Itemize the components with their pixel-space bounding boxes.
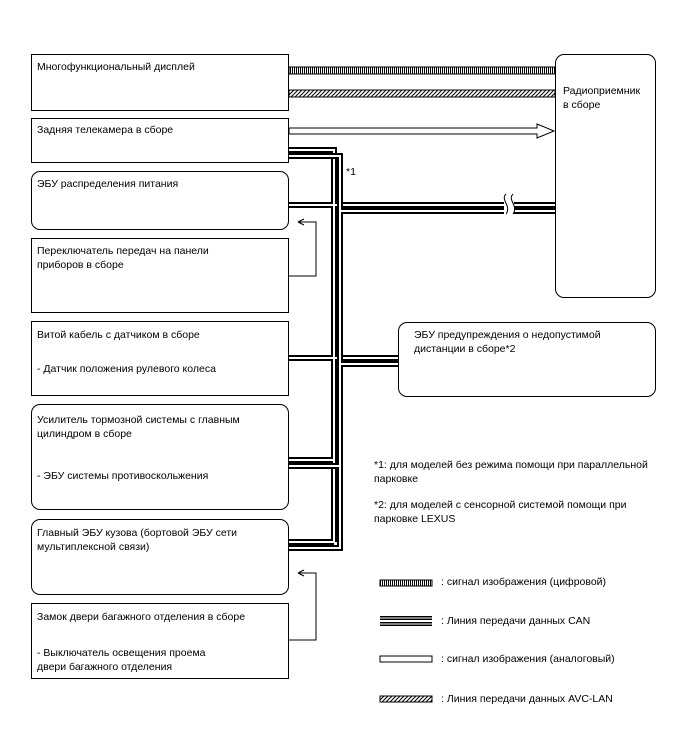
legend-can-sample — [380, 616, 432, 626]
radio-label: Радиоприемник в сборе — [563, 85, 641, 111]
brake-booster-sub-label: - ЭБУ системы противоскольжения — [37, 470, 209, 482]
legend-digital-sample — [379, 579, 433, 587]
rear-camera-label: Задняя телекамера в сборе — [37, 124, 174, 136]
shift-switch-label: Переключатель передач на панели приборов… — [37, 245, 209, 271]
digital-image-line — [288, 66, 556, 75]
brake-booster-label: Усилитель тормозной системы с главным ци… — [37, 414, 240, 440]
thin-connector-trunk — [289, 569, 317, 641]
spiral-cable-sub-label: - Датчик положения рулевого колеса — [37, 363, 216, 375]
trunk-lock-sub-label: - Выключатель освещения проема двери баг… — [37, 647, 206, 673]
note-1: *1: для моделей без режима помощи при па… — [374, 459, 648, 485]
legend-avc-sample — [379, 695, 433, 703]
spiral-cable-box — [31, 321, 289, 396]
thin-connector-shift — [289, 218, 317, 277]
trunk-lock-label: Замок двери багажного отделения в сборе — [37, 611, 246, 623]
radio-box — [555, 54, 656, 298]
line-break-mark — [503, 193, 516, 218]
main-body-ecu-label: Главный ЭБУ кузова (бортовой ЭБУ сети му… — [37, 527, 238, 553]
power-ecu-label: ЭБУ распределения питания — [37, 178, 179, 190]
brake-booster-box — [31, 404, 289, 510]
main-body-ecu-box — [31, 519, 289, 595]
spiral-cable-label: Витой кабель с датчиком в сборе — [37, 329, 200, 341]
multi-display-label: Многофункциональный дисплей — [37, 61, 195, 73]
trunk-lock-box — [31, 603, 289, 679]
distance-ecu-box — [398, 322, 656, 397]
legend-avc-label: : Линия передачи данных AVC-LAN — [441, 693, 613, 705]
multi-display-box — [31, 54, 289, 111]
power-ecu-box — [31, 171, 289, 230]
shift-switch-box — [31, 238, 289, 313]
avc-lan-line — [288, 89, 556, 98]
legend-digital-label: : сигнал изображения (цифровой) — [441, 576, 607, 588]
legend-analog-sample — [379, 655, 433, 663]
rear-camera-box — [31, 118, 289, 163]
distance-ecu-label: ЭБУ предупреждения о недопустимой дистан… — [414, 329, 601, 355]
analog-image-line — [288, 123, 556, 139]
legend-analog-label: : сигнал изображения (аналоговый) — [441, 653, 615, 665]
callout-1: *1 — [346, 166, 356, 178]
legend-can-label: : Линия передачи данных CAN — [441, 615, 591, 627]
note-2: *2: для моделей с сенсорной системой пом… — [374, 499, 627, 525]
